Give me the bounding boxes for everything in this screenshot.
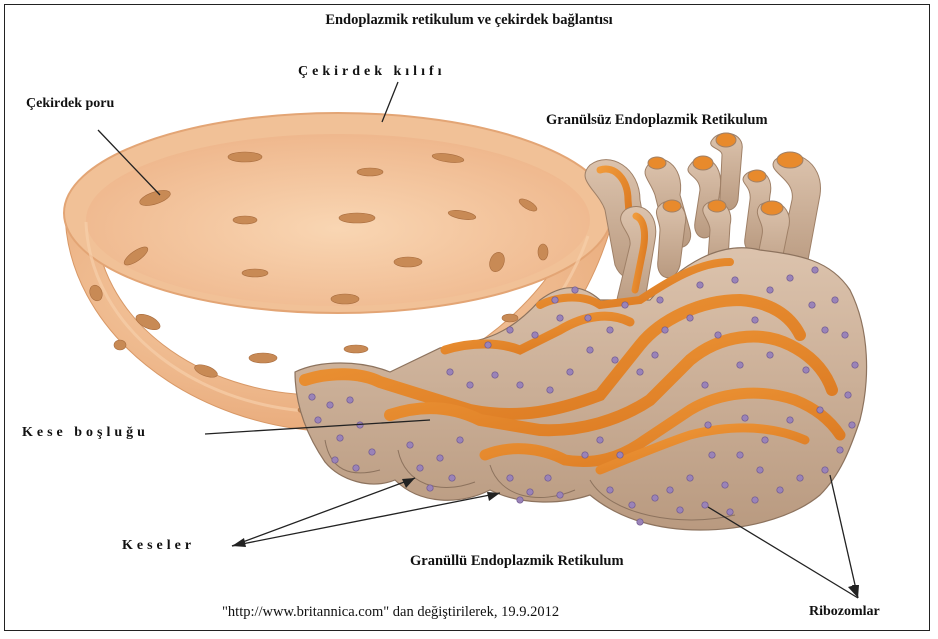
label-rough-er: Granüllü Endoplazmik Retikulum	[410, 553, 624, 570]
label-nuclear-envelope: Çekirdek kılıfı	[298, 64, 446, 80]
figure-title: Endoplazmik retikulum ve çekirdek bağlan…	[0, 12, 938, 29]
leader-ribosomes-2	[830, 475, 858, 598]
label-cisternal-space: Kese boşluğu	[22, 425, 149, 441]
source-note: "http://www.britannica.com" dan değiştir…	[222, 604, 559, 621]
label-ribosomes: Ribozomlar	[809, 604, 880, 620]
leader-cisternae-1	[232, 478, 415, 546]
leader-cisternae-2	[232, 493, 500, 546]
leader-ribosomes-1	[708, 507, 858, 598]
label-nuclear-pore: Çekirdek poru	[26, 96, 114, 112]
label-smooth-er: Granülsüz Endoplazmik Retikulum	[546, 112, 768, 129]
label-cisternae: Keseler	[122, 538, 195, 554]
